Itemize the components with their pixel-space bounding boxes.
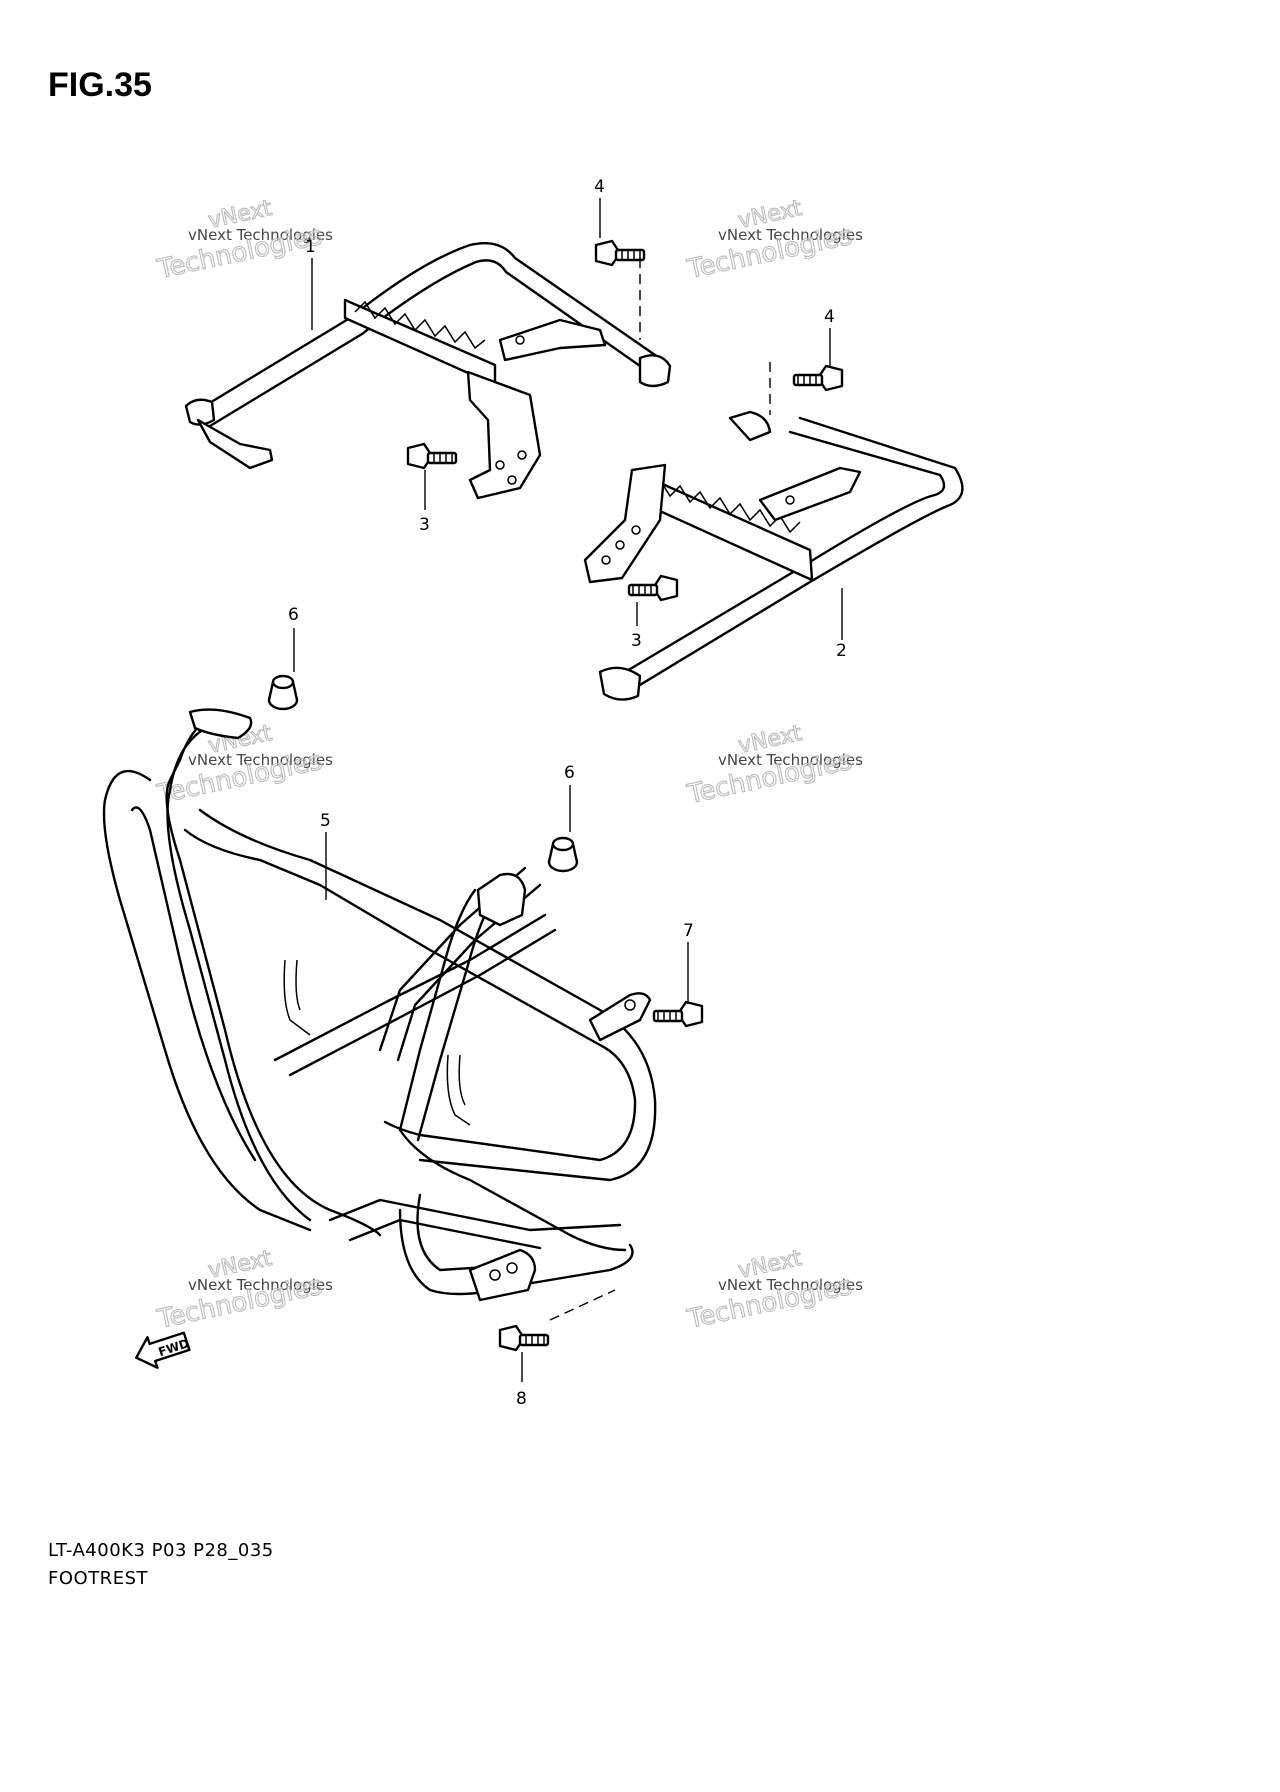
svg-text:vNext Technologies: vNext Technologies (188, 751, 333, 769)
callout-labels: 1 2 3 3 4 4 5 6 6 7 8 (288, 177, 847, 1409)
grommet-6-upper (267, 674, 299, 711)
callout-4-right: 4 (824, 307, 835, 327)
callout-3-upper: 3 (419, 515, 430, 535)
svg-text:vNext Technologies: vNext Technologies (718, 226, 863, 244)
callout-8: 8 (516, 1389, 527, 1409)
callout-4-upper: 4 (594, 177, 605, 197)
svg-text:vNext Technologies: vNext Technologies (718, 751, 863, 769)
bolt-3-lower (627, 574, 679, 602)
fwd-direction-arrow: FWD (135, 1331, 191, 1369)
part-name: FOOTREST (48, 1568, 148, 1589)
model-code: LT-A400K3 P03 P28_035 (48, 1540, 274, 1561)
callout-3-lower: 3 (631, 631, 642, 651)
callout-2: 2 (836, 641, 847, 661)
watermark-bottom-left: vNext vNext Technologies Technologies (154, 1245, 333, 1335)
callout-6-lower: 6 (564, 763, 575, 783)
callout-5: 5 (320, 811, 331, 831)
bolt-7 (652, 1000, 704, 1028)
part-2-footrest-right (583, 410, 964, 701)
watermark-bottom-right: vNext vNext Technologies Technologies (684, 1245, 863, 1335)
watermark-top-right: vNext vNext Technologies Technologies (684, 195, 863, 285)
svg-text:vNext Technologies: vNext Technologies (718, 1276, 863, 1294)
part-1-footrest-left (184, 241, 672, 500)
watermark-top-left: vNext vNext Technologies Technologies (154, 195, 333, 285)
leader-lines (293, 198, 843, 1382)
svg-text:vNext Technologies: vNext Technologies (188, 226, 333, 244)
watermark-mid-right: vNext vNext Technologies Technologies (684, 720, 863, 810)
part-5-front-guard (102, 708, 657, 1302)
bolt-4-upper (594, 239, 646, 267)
figure-title: FIG.35 (48, 66, 152, 104)
bolt-3-upper (406, 442, 458, 470)
bolt-8 (498, 1324, 550, 1352)
callout-1: 1 (305, 237, 316, 257)
svg-text:vNext Technologies: vNext Technologies (188, 1276, 333, 1294)
grommet-6-lower (547, 836, 579, 873)
callout-6-upper: 6 (288, 605, 299, 625)
callout-7: 7 (683, 921, 694, 941)
bolt-4-right (792, 364, 844, 392)
